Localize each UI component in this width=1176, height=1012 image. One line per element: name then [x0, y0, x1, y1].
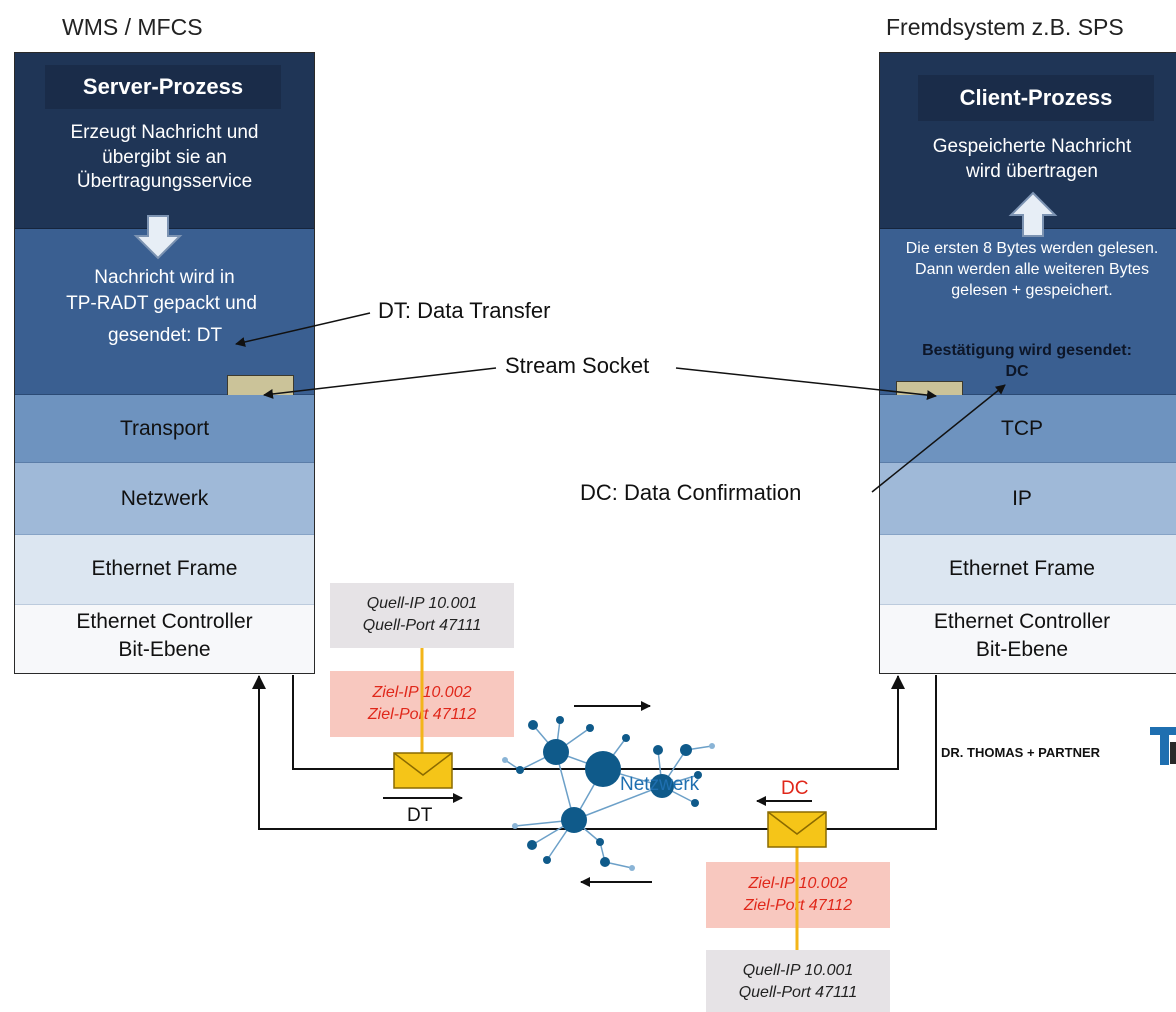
left-app-text-2: TP-RADT gepackt und [66, 293, 257, 314]
bottom-source-ip: Quell-IP 10.001 [742, 962, 854, 979]
bottom-source-packet: Quell-IP 10.001 Quell-Port 47111 [706, 950, 890, 1012]
left-controller-label-1: Ethernet Controller [76, 610, 253, 633]
right-controller-label-1: Ethernet Controller [933, 610, 1111, 633]
left-app-text-3: gesendet: DT [108, 325, 223, 346]
left-controller-layer: Ethernet Controller Bit-Ebene [15, 605, 314, 673]
left-process-text: Erzeugt Nachricht und übergibt sie an Üb… [70, 122, 259, 193]
socket-pointer-left [263, 367, 497, 399]
left-transport-layer: Transport [15, 395, 314, 463]
dc-pointer-line [871, 384, 1006, 493]
top-source-port: Quell-Port 47111 [362, 616, 482, 634]
left-ethernet-frame-label: Ethernet Frame [91, 557, 238, 580]
right-app-bold-2: DC [1005, 363, 1029, 380]
right-network-layer: IP [880, 463, 1176, 535]
dc-envelope-label: DC [781, 778, 809, 799]
company-logo-text: DR. THOMAS + PARTNER [941, 745, 1101, 760]
left-network-layer: Netzwerk [15, 463, 314, 535]
right-app-text: Die ersten 8 Bytes werden gelesen. Dann … [905, 240, 1159, 299]
network-graph-icon [502, 716, 715, 871]
dc-wire [252, 675, 937, 830]
left-process-layer: Server-Prozess Erzeugt Nachricht und übe… [15, 53, 314, 229]
left-transport-label: Transport [119, 417, 210, 440]
right-stack-title: Fremdsystem z.B. SPS [886, 14, 1124, 40]
right-ethernet-frame-layer: Ethernet Frame [880, 535, 1176, 605]
dt-pointer-line [235, 312, 371, 347]
network-label: Netzwerk [620, 774, 700, 795]
left-controller-label-2: Bit-Ebene [118, 638, 211, 661]
right-transport-label: TCP [1001, 417, 1043, 440]
top-source-packet: Quell-IP 10.001 Quell-Port 47111 [330, 583, 514, 648]
company-logo-icon [1150, 727, 1176, 765]
dt-annotation: DT: Data Transfer [378, 298, 551, 323]
right-network-label: IP [1012, 487, 1032, 510]
left-ethernet-frame-layer: Ethernet Frame [15, 535, 314, 605]
right-transport-layer: TCP [880, 395, 1176, 463]
dc-envelope-icon [767, 811, 827, 848]
stream-socket-annotation: Stream Socket [505, 353, 650, 378]
left-process-title: Server-Prozess [45, 65, 281, 109]
right-process-title: Client-Prozess [918, 75, 1154, 121]
right-ethernet-frame-label: Ethernet Frame [949, 557, 1095, 580]
dt-envelope-icon [393, 752, 453, 789]
right-process-layer: Client-Prozess Gespeicherte Nachricht wi… [880, 53, 1176, 229]
top-source-ip: Quell-IP 10.001 [366, 595, 478, 612]
down-arrow-icon [133, 215, 183, 260]
socket-pointer-right [675, 367, 937, 401]
right-controller-layer: Ethernet Controller Bit-Ebene [880, 605, 1176, 673]
left-app-text-1: Nachricht wird in [94, 267, 235, 288]
up-arrow-icon [1008, 191, 1058, 237]
left-protocol-stack: Server-Prozess Erzeugt Nachricht und übe… [14, 52, 315, 674]
right-process-text: Gespeicherte Nachricht wird übertragen [932, 136, 1132, 182]
right-controller-label-2: Bit-Ebene [975, 638, 1069, 661]
left-network-label: Netzwerk [120, 487, 209, 510]
dc-annotation: DC: Data Confirmation [580, 480, 802, 505]
right-app-bold-1: Bestätigung wird gesendet: [922, 342, 1132, 359]
right-protocol-stack: Client-Prozess Gespeicherte Nachricht wi… [879, 52, 1176, 674]
left-application-layer: Nachricht wird in TP-RADT gepackt und ge… [15, 229, 314, 407]
left-stack-title: WMS / MFCS [62, 14, 203, 40]
bottom-source-port: Quell-Port 47111 [738, 983, 858, 1001]
dt-envelope-label: DT [407, 805, 433, 826]
